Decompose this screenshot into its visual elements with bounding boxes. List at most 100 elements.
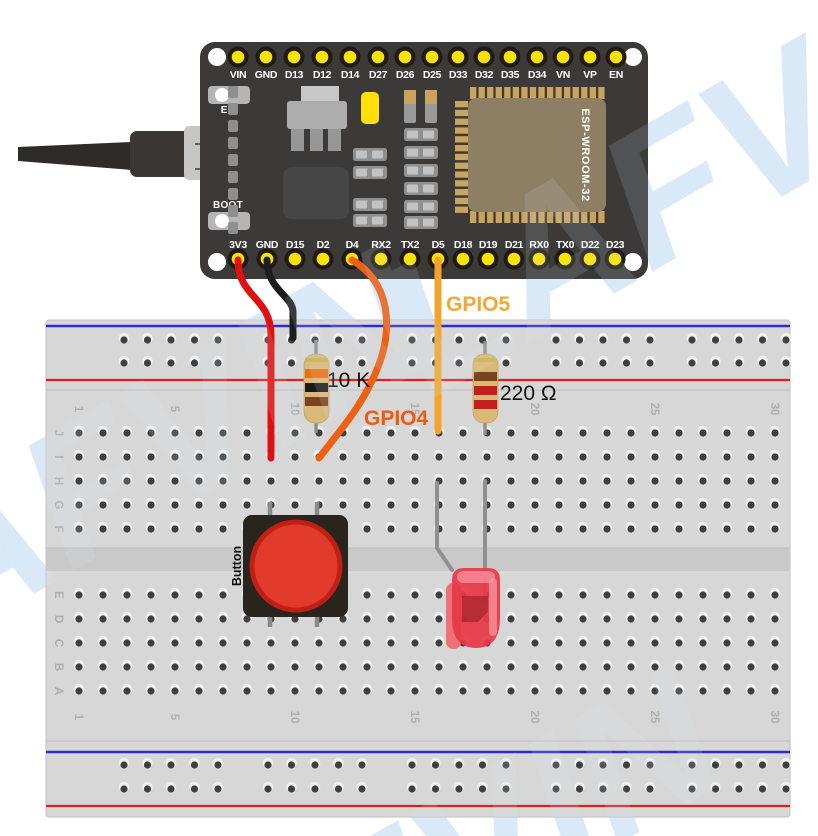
breadboard-hole xyxy=(315,663,323,671)
breadboard-hole xyxy=(651,615,659,623)
breadboard-hole xyxy=(723,429,731,437)
breadboard-hole xyxy=(627,477,635,485)
pad xyxy=(228,137,238,149)
breadboard-hole xyxy=(758,785,767,793)
row-letter: A xyxy=(52,687,64,695)
breadboard-hole xyxy=(699,663,707,671)
pin-hole xyxy=(583,50,597,64)
module-pin xyxy=(455,162,468,169)
smd-pad xyxy=(423,130,434,139)
breadboard-hole xyxy=(387,591,395,599)
breadboard-hole xyxy=(147,591,155,599)
breadboard-hole xyxy=(287,761,296,769)
breadboard-hole xyxy=(651,429,659,437)
breadboard-hole xyxy=(214,785,222,793)
breadboard-hole xyxy=(167,761,175,769)
breadboard-hole xyxy=(507,525,515,533)
breadboard-hole xyxy=(579,615,587,623)
breadboard-hole xyxy=(651,501,659,509)
breadboard-hole xyxy=(190,761,199,769)
breadboard-hole xyxy=(758,359,767,367)
pad xyxy=(228,120,238,132)
breadboard-hole xyxy=(435,639,443,647)
breadboard-hole xyxy=(291,639,299,647)
breadboard-hole xyxy=(387,453,395,461)
breadboard-hole xyxy=(143,761,152,769)
led-cathode-leg xyxy=(435,481,454,572)
button-cap xyxy=(249,519,343,613)
breadboard-hole xyxy=(675,525,683,533)
breadboard-hole xyxy=(747,501,755,509)
breadboard-hole xyxy=(699,615,707,623)
module-pin xyxy=(470,87,477,99)
breadboard-hole xyxy=(507,591,515,599)
pin-label-gnd: GND xyxy=(256,239,279,251)
breadboard-hole xyxy=(411,429,419,437)
breadboard-hole xyxy=(771,687,779,695)
breadboard-hole xyxy=(747,591,755,599)
breadboard-hole xyxy=(387,501,395,509)
breadboard-hole xyxy=(339,501,347,509)
breadboard-hole xyxy=(603,453,611,461)
breadboard-hole xyxy=(675,663,683,671)
breadboard-hole xyxy=(782,761,790,769)
breadboard-hole xyxy=(771,591,779,599)
breadboard-hole xyxy=(507,663,515,671)
breadboard-hole xyxy=(507,477,515,485)
breadboard-hole xyxy=(782,359,790,367)
pin-label-d34: D34 xyxy=(528,69,547,81)
breadboard-hole xyxy=(651,477,659,485)
breadboard-hole xyxy=(555,663,563,671)
pin-hole xyxy=(287,50,301,64)
breadboard-hole xyxy=(358,761,366,769)
pad xyxy=(228,154,238,166)
breadboard-hole xyxy=(555,453,563,461)
breadboard-hole xyxy=(627,525,635,533)
breadboard-hole xyxy=(363,525,371,533)
module-pin xyxy=(455,109,468,117)
pin-hole xyxy=(425,50,439,64)
breadboard-hole xyxy=(147,639,155,647)
module-pin xyxy=(455,127,468,134)
smd-pad xyxy=(423,184,434,193)
breadboard-hole xyxy=(627,501,635,509)
breadboard-hole xyxy=(603,477,611,485)
breadboard-hole xyxy=(339,615,347,623)
breadboard-hole xyxy=(723,525,731,533)
breadboard-hole xyxy=(75,639,83,647)
column-number: 30 xyxy=(768,403,780,416)
breadboard-hole xyxy=(99,615,107,623)
module-pin xyxy=(455,153,468,161)
breadboard-hole xyxy=(771,501,779,509)
breadboard-hole xyxy=(311,785,319,793)
breadboard-hole xyxy=(435,687,443,695)
breadboard-hole xyxy=(771,477,779,485)
breadboard-hole xyxy=(507,453,515,461)
pin-label-d25: D25 xyxy=(423,69,442,81)
smd-pad xyxy=(372,168,383,177)
breadboard-hole xyxy=(123,615,131,623)
boot-button-cap xyxy=(215,214,229,228)
breadboard-hole xyxy=(267,663,275,671)
smd-pad xyxy=(372,150,383,159)
breadboard-hole xyxy=(171,615,179,623)
pin-hole xyxy=(259,50,273,64)
breadboard-hole xyxy=(339,687,347,695)
breadboard-hole xyxy=(219,591,227,599)
breadboard-hole xyxy=(264,761,272,769)
breadboard-hole xyxy=(190,785,199,793)
breadboard-hole xyxy=(171,639,179,647)
breadboard-hole xyxy=(120,761,128,769)
usb-marking: T xyxy=(192,166,204,173)
module-pin xyxy=(538,87,545,99)
breadboard-hole xyxy=(411,477,419,485)
breadboard-hole xyxy=(363,615,371,623)
pad xyxy=(228,171,238,183)
smd-pad xyxy=(407,184,418,193)
breadboard-hole xyxy=(339,639,347,647)
breadboard-hole xyxy=(507,501,515,509)
breadboard-hole xyxy=(747,615,755,623)
smd-pad xyxy=(372,216,383,225)
breadboard-hole xyxy=(120,785,128,793)
